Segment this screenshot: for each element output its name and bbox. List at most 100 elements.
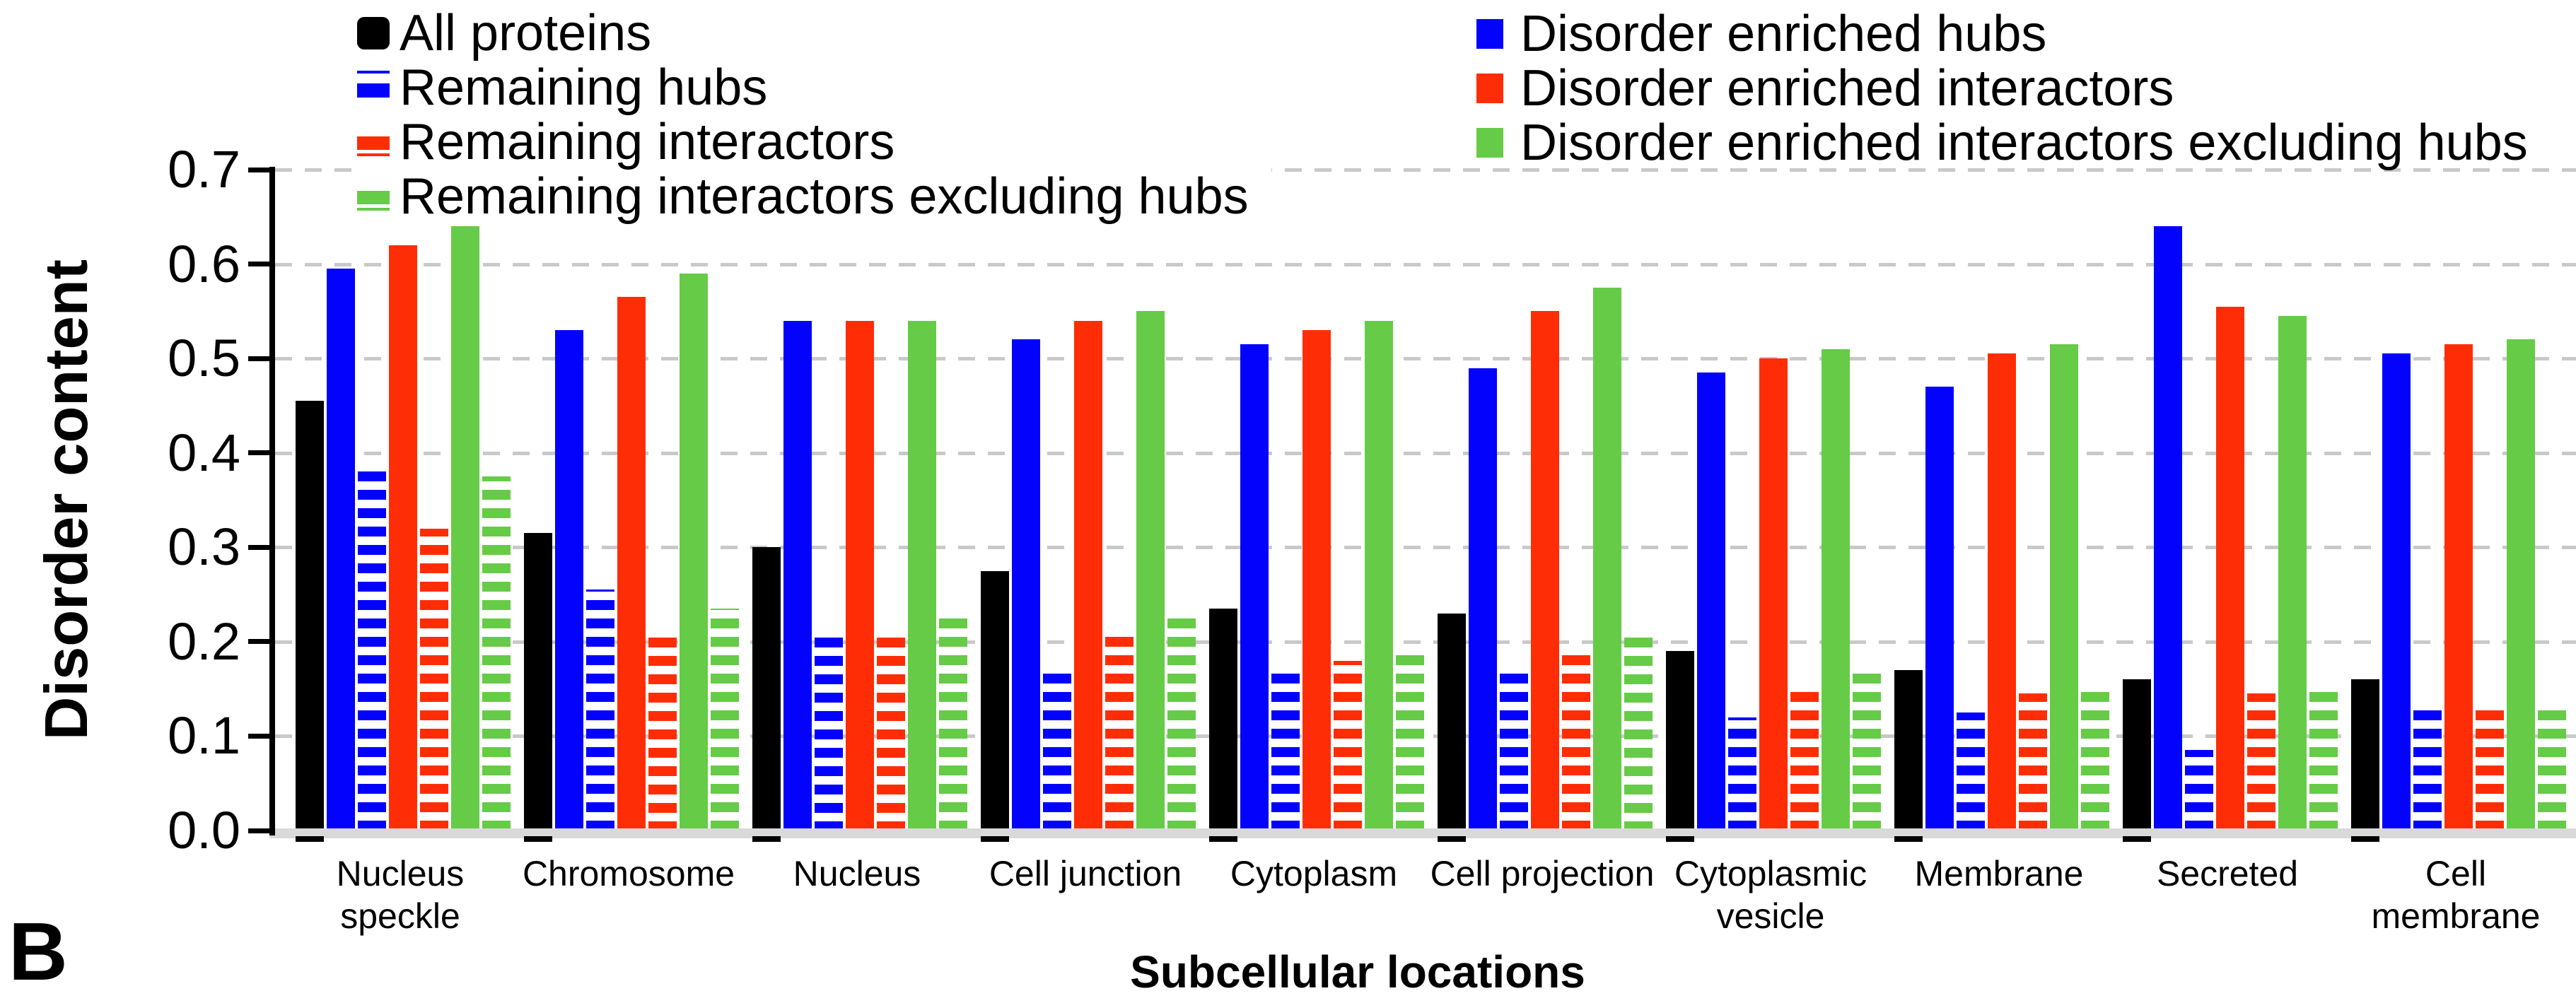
bar [420,529,448,831]
x-axis-tick [981,836,1009,842]
category-label: Cell junction [989,854,1182,893]
bar [2351,679,2379,831]
x-axis-tick [752,836,781,842]
legend-label: Remaining interactors [400,114,895,170]
x-axis-title: Subcellular locations [1130,946,1585,997]
category-label: Cytoplasmic vesicle [1674,854,1867,936]
bar [617,297,646,831]
bar [327,269,355,831]
bar [1925,387,1954,831]
bar [711,609,739,831]
category-label: Secreted [2156,854,2299,893]
legend-label: Disorder enriched interactors [1520,60,2174,117]
y-axis-tick [248,828,269,833]
bar [2476,703,2504,831]
x-axis-tick [1438,836,1466,842]
bar [1396,647,1424,831]
bar [451,226,479,831]
x-axis-tick [1666,836,1694,842]
bar [1105,637,1133,831]
key-line [357,208,390,211]
gridline [275,734,2576,738]
bar [783,321,812,831]
bar [2185,750,2213,831]
legend-label: All proteins [400,5,652,61]
bar [1957,712,1985,831]
gridline [275,357,2576,360]
bar [2019,693,2047,831]
x-axis-tick [2123,836,2151,842]
x-axis-tick [1894,836,1923,842]
x-axis-tick [296,836,324,842]
category-label: Chromosome [522,854,735,893]
bar [1531,311,1559,831]
bar [1167,614,1196,831]
bar [981,571,1009,831]
bar [2123,679,2151,831]
y-tick-label: 0.3 [168,517,240,576]
bar [1302,330,1331,831]
y-axis-tick [248,262,269,266]
bar [2081,689,2109,831]
y-tick-label: 0.1 [168,706,240,765]
bar [1469,368,1497,831]
y-axis-tick [248,450,269,455]
bar [1593,288,1621,831]
y-axis-tick [248,168,269,172]
gridline [275,263,2576,266]
bar [2538,708,2566,831]
category-label: Cell projection [1430,854,1655,893]
bar [2247,693,2275,831]
bar [2413,703,2442,831]
key-block [357,83,390,98]
red-striped-legend-key [357,136,390,156]
bar [1853,670,1881,831]
gridline [275,452,2576,455]
y-tick-label: 0.5 [168,329,240,387]
bar [1666,651,1694,831]
x-axis-baseline [269,828,2576,838]
y-axis-tick [248,639,269,644]
bar [2216,307,2244,831]
bar [1790,689,1819,831]
bar [648,633,677,831]
panel-label: B [8,905,68,997]
bar [1240,344,1269,831]
bar [680,274,708,831]
bar [358,471,386,831]
category-label: Cytoplasm [1230,854,1398,893]
bar [1365,321,1393,831]
legend-label: Remaining interactors excluding hubs [400,168,1249,225]
key-line [357,153,390,156]
bar [1624,633,1653,831]
category-label: Membrane [1914,854,2084,893]
legend-label: Disorder enriched hubs [1520,6,2047,62]
legend-label: Disorder enriched interactors excluding … [1520,115,2528,171]
bar [1438,614,1466,831]
bar [2444,344,2473,831]
blue-striped-legend-key [357,71,390,98]
x-axis-tick [2351,836,2379,842]
y-tick-label: 0.2 [168,612,240,671]
red-solid-legend-key [1476,74,1503,103]
bar [2507,339,2535,831]
bar [1074,321,1102,831]
category-label: Nucleus speckle [336,854,465,936]
legend-left-background [352,3,1271,243]
bar [1822,349,1850,831]
bar [555,330,583,831]
bar [1894,670,1923,831]
black-solid-legend-key [357,17,390,49]
bar [2309,684,2338,831]
bar [1209,609,1237,831]
blue-solid-legend-key [1476,19,1503,49]
bar [939,618,967,831]
gridline [275,168,2576,172]
bar [1728,717,1756,831]
bar [482,476,511,831]
bar [908,321,936,831]
gridline [275,546,2576,549]
bar [1759,358,1788,831]
key-block [357,191,390,204]
